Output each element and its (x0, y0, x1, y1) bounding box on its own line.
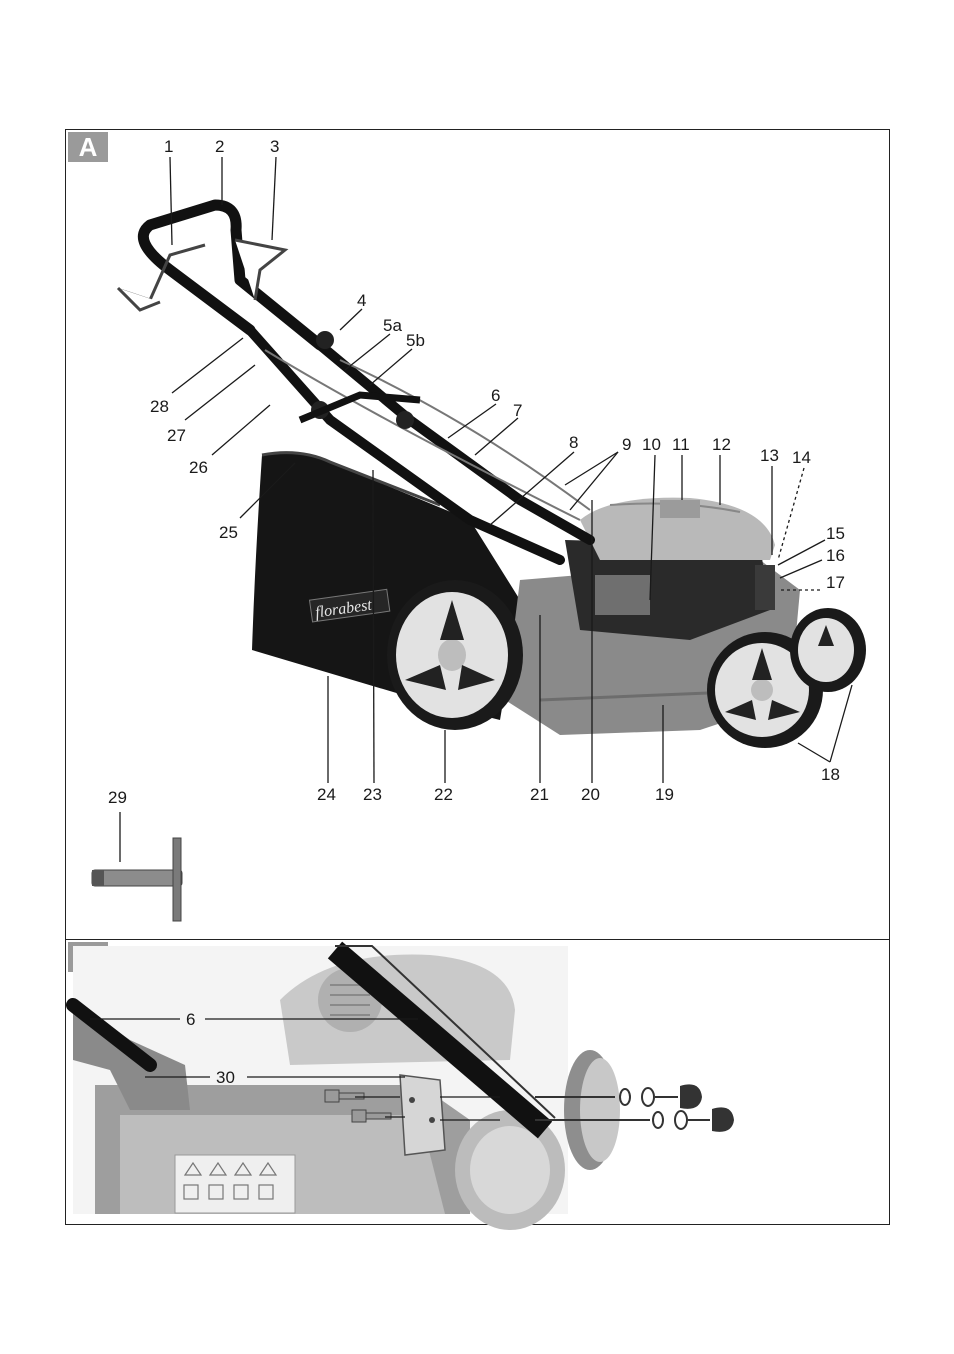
label-26: 26 (189, 458, 208, 477)
labels-a: 1 2 3 4 5a 5b 6 7 8 9 10 11 12 13 14 15 … (108, 137, 845, 807)
labels-b: 6 30 (186, 1010, 235, 1087)
label-17: 17 (826, 573, 845, 592)
label-24: 24 (317, 785, 336, 804)
handle-knob-upper (316, 331, 334, 349)
label-6: 6 (491, 386, 500, 405)
label-11: 11 (672, 435, 690, 454)
label-13: 13 (760, 446, 779, 465)
label-1: 1 (164, 137, 173, 156)
label-5b: 5b (406, 331, 425, 350)
front-wheel-far (790, 608, 866, 692)
label-28: 28 (150, 397, 169, 416)
safety-lever-right (234, 238, 289, 301)
label-12: 12 (712, 435, 731, 454)
leader-lines-b (90, 1018, 500, 1121)
mounting-detail-illustration (66, 941, 734, 1230)
label-b-6: 6 (186, 1010, 195, 1029)
label-3: 3 (270, 137, 279, 156)
handle-bar-b (327, 941, 553, 1139)
label-19: 19 (655, 785, 674, 804)
label-9: 9 (622, 435, 631, 454)
label-10: 10 (642, 435, 661, 454)
lower-handle-bar (245, 325, 565, 565)
label-27: 27 (167, 426, 186, 445)
label-25: 25 (219, 523, 238, 542)
brand-logo: florabest (308, 588, 391, 623)
label-20: 20 (581, 785, 600, 804)
label-22: 22 (434, 785, 453, 804)
label-4: 4 (357, 291, 366, 310)
label-8: 8 (569, 433, 578, 452)
label-18: 18 (821, 765, 840, 784)
label-5a: 5a (383, 316, 402, 335)
left-handle-bar-b (66, 998, 157, 1072)
mounting-bracket (399, 1074, 446, 1156)
label-14: 14 (792, 448, 811, 467)
label-23: 23 (363, 785, 382, 804)
upper-handle-bar (137, 199, 326, 351)
spark-plug-wrench (91, 837, 183, 922)
leader-lines-a (119, 156, 853, 862)
washers-and-nuts (535, 1087, 710, 1130)
label-15: 15 (826, 524, 845, 543)
label-b-30: 30 (216, 1068, 235, 1087)
label-16: 16 (826, 546, 845, 565)
rear-wheel (387, 580, 523, 730)
engine-cover (580, 497, 775, 560)
label-21: 21 (530, 785, 549, 804)
handle-knob-middle (396, 411, 414, 429)
label-2: 2 (215, 137, 224, 156)
mower-illustration: florabest (91, 199, 866, 922)
label-29: 29 (108, 788, 127, 807)
label-7: 7 (513, 401, 522, 420)
panel-a-tag: A (68, 132, 108, 162)
